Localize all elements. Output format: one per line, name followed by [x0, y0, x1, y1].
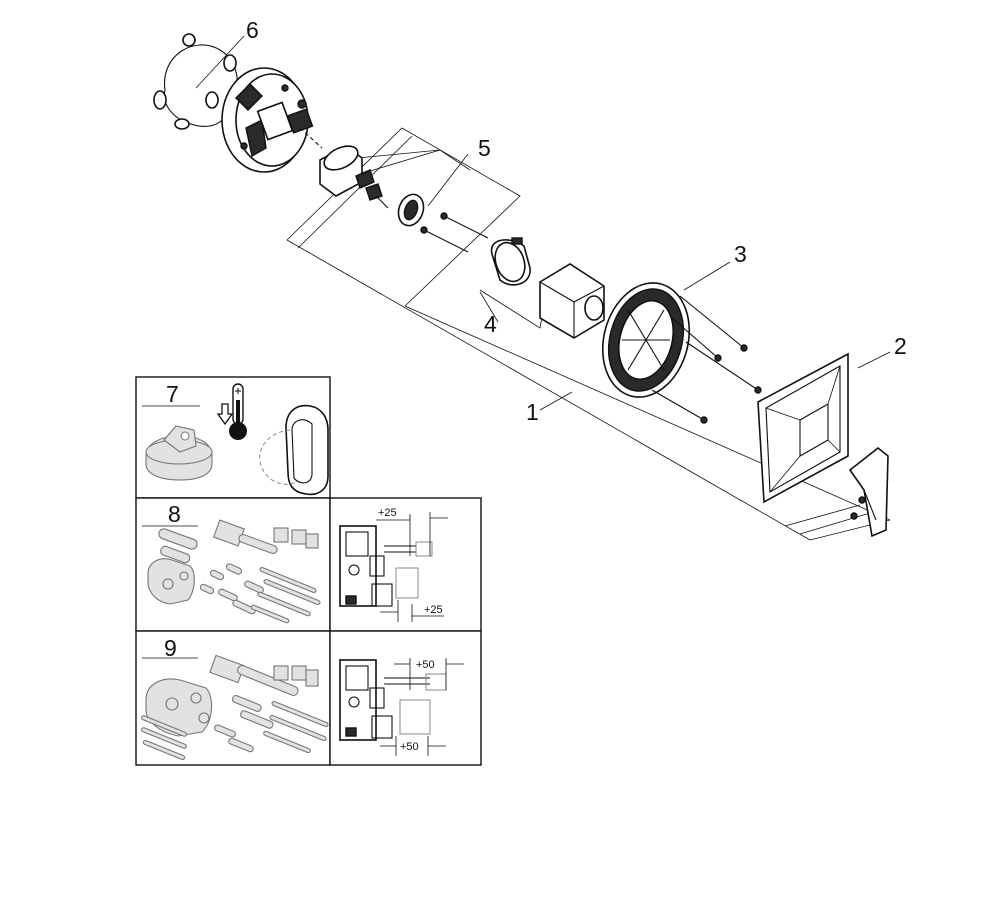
dimension-label: +25 [378, 507, 397, 519]
cartridge [319, 145, 389, 209]
square-trim-cap [539, 263, 605, 339]
escutcheon-plate [757, 352, 849, 504]
callout-6: 6 [246, 17, 259, 43]
callout-9: 9 [164, 635, 177, 661]
callout-7: 7 [166, 381, 179, 407]
o-ring-seal [153, 33, 238, 130]
mounting-plate [601, 282, 762, 424]
section-view-8: +25 +25 [339, 507, 448, 622]
panel-9-extension-kit-50: 9 [135, 630, 482, 766]
callout-4: 4 [484, 311, 497, 337]
callout-5: 5 [478, 135, 491, 161]
dimension-label: +50 [400, 741, 419, 753]
callout-leader-lines [195, 35, 891, 411]
arrow-down-icon [216, 403, 234, 426]
dimension-label: +50 [416, 659, 435, 671]
retaining-nut-and-screws [397, 193, 489, 253]
panel-7-temperature-stop: 7 [135, 376, 331, 499]
callout-2: 2 [894, 333, 907, 359]
valve-body [221, 67, 323, 173]
thermometer-icon [229, 383, 247, 440]
dimension-label: +25 [424, 604, 443, 616]
section-view-9: +50 +50 [339, 658, 464, 756]
callout-8: 8 [168, 501, 181, 527]
handle-lever [848, 446, 889, 538]
callout-1: 1 [526, 399, 539, 425]
panel-8-extension-kit-25: 8 [135, 497, 482, 632]
adapter-sleeve [490, 237, 531, 286]
callout-3: 3 [734, 241, 747, 267]
assembly-bracket-lines [286, 127, 891, 541]
